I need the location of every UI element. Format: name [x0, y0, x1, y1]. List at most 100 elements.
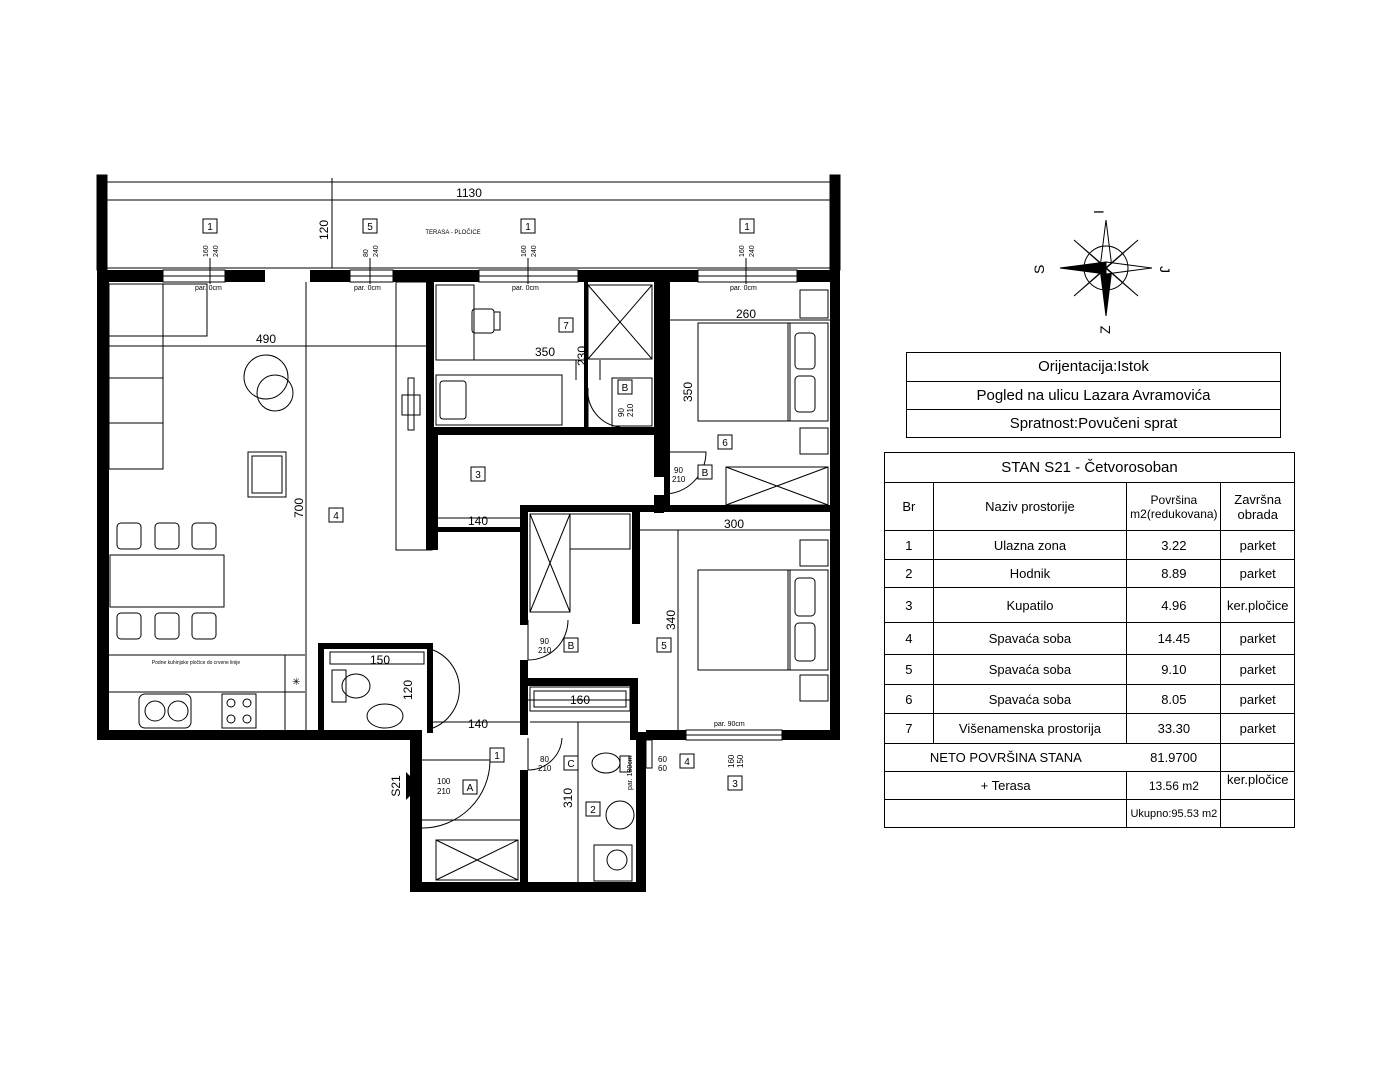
terrace-value: 13.56 m2	[1126, 771, 1222, 800]
door-width: 90	[540, 637, 549, 646]
street-view-text: Pogled na ulicu Lazara Avramovića	[907, 382, 1280, 410]
cell	[1220, 799, 1295, 828]
cell: Hodnik	[932, 559, 1128, 588]
dimension: 140	[468, 717, 488, 731]
door-width: 100	[437, 777, 451, 786]
window-width: 160	[521, 245, 528, 257]
compass-north: I	[1091, 210, 1107, 214]
column-header: Naziv prostorije	[932, 482, 1128, 531]
window-height: 240	[749, 245, 756, 257]
door-tag: C	[567, 759, 574, 770]
door-tag: A	[467, 783, 474, 794]
cell: 5	[884, 654, 934, 685]
entry-label: S21	[389, 775, 403, 797]
cell: parket	[1220, 530, 1295, 560]
terrace-label: + Terasa	[883, 771, 1128, 800]
cell: 2	[884, 559, 934, 588]
cell: 3	[884, 587, 934, 623]
dimension: 160	[570, 693, 590, 707]
door-height: 210	[538, 646, 552, 655]
door-tag: B	[622, 383, 629, 394]
column-header: Br	[884, 482, 934, 531]
cell: 4.96	[1126, 587, 1222, 623]
room-tag-3: 3	[475, 470, 481, 481]
column-header: Površina m2(redukovana)	[1126, 482, 1222, 531]
cell: 8.05	[1126, 684, 1222, 714]
door-tag: B	[702, 468, 709, 479]
window-height: 240	[213, 245, 220, 257]
dimension: 120	[401, 680, 415, 700]
cell: 8.89	[1126, 559, 1222, 588]
kitchen-note: Podne kuhinjske pločice do crvene linije	[152, 660, 241, 666]
cell: 7	[884, 713, 934, 744]
net-area-label: NETO POVRŠINA STANA	[883, 743, 1127, 772]
door-swings	[421, 387, 707, 829]
cell: parket	[1220, 713, 1295, 744]
table-row-net: NETO POVRŠINA STANA 81.9700	[883, 743, 1295, 772]
furniture	[108, 282, 830, 882]
dimension: 700	[292, 498, 306, 518]
cell: ker.pločice	[1220, 587, 1295, 623]
window-tag: 1	[207, 222, 213, 233]
cell: 1	[884, 530, 934, 560]
dimension: 300	[724, 517, 744, 531]
door-width: 90	[674, 466, 683, 475]
interior-walls	[318, 281, 830, 885]
cell: 9.10	[1126, 654, 1222, 685]
terrace-label: TERASA - PLOČICE	[425, 229, 480, 236]
orientation-text: Orijentacija:Istok	[907, 353, 1280, 382]
door-height: 210	[626, 403, 635, 417]
cell: parket	[1220, 654, 1295, 685]
window-tag: 4	[684, 757, 690, 768]
entry-arrow-icon	[406, 772, 420, 800]
sill-label: par. 0cm	[195, 285, 222, 292]
window-height: 150	[736, 754, 745, 768]
dimension: 490	[256, 332, 276, 346]
cell: Višenamenska prostorija	[932, 713, 1128, 744]
sill-label: par. 0cm	[354, 285, 381, 292]
floor-text: Spratnost:Povučeni sprat	[1009, 415, 1178, 432]
floor-plan: 1130 120 TERASA - PLOČICE 1 5 1 1 160 24…	[96, 174, 841, 892]
window-width: 80	[363, 249, 370, 257]
cell: Kupatilo	[932, 587, 1128, 623]
fridge-icon: ✳	[292, 677, 300, 688]
windows	[162, 258, 798, 769]
net-area-value: 81.9700	[1126, 743, 1222, 772]
column-header: Završna obrada	[1220, 482, 1295, 531]
window-tag: 3	[732, 779, 738, 790]
cell: parket	[1220, 559, 1295, 588]
door-tag: B	[568, 641, 575, 652]
room-tag-1: 1	[494, 751, 500, 762]
window-width: 160	[203, 245, 210, 257]
outer-walls	[97, 270, 840, 892]
dimension: 230	[575, 346, 589, 366]
cell: 3.22	[1126, 530, 1222, 560]
tag-boxes	[202, 218, 755, 817]
cell	[883, 799, 1128, 828]
cell: 6	[884, 684, 934, 714]
window-tag: 1	[744, 222, 750, 233]
cell: 14.45	[1126, 622, 1222, 655]
compass-west: S	[1031, 265, 1047, 274]
compass-east: J	[1157, 266, 1173, 273]
dimension: 140	[468, 514, 488, 528]
window-width: 160	[739, 245, 746, 257]
window-height: 240	[373, 245, 380, 257]
dimension: 350	[535, 345, 555, 359]
dimension: 260	[736, 307, 756, 321]
window-width: 160	[727, 754, 736, 768]
room-tag-2: 2	[590, 805, 596, 816]
cell: Spavaća soba	[932, 622, 1128, 655]
cell: 4	[884, 622, 934, 655]
room-tag-4: 4	[333, 511, 339, 522]
rooms-table: STAN S21 - Četvorosoban Br Naziv prostor…	[883, 452, 1295, 828]
window-height: 60	[658, 764, 667, 773]
cell	[1220, 743, 1295, 772]
sill-label: par. 0cm	[512, 285, 539, 292]
terrace-finish: ker.pločice	[1220, 771, 1295, 800]
overall-dimension: 1130	[456, 186, 482, 200]
